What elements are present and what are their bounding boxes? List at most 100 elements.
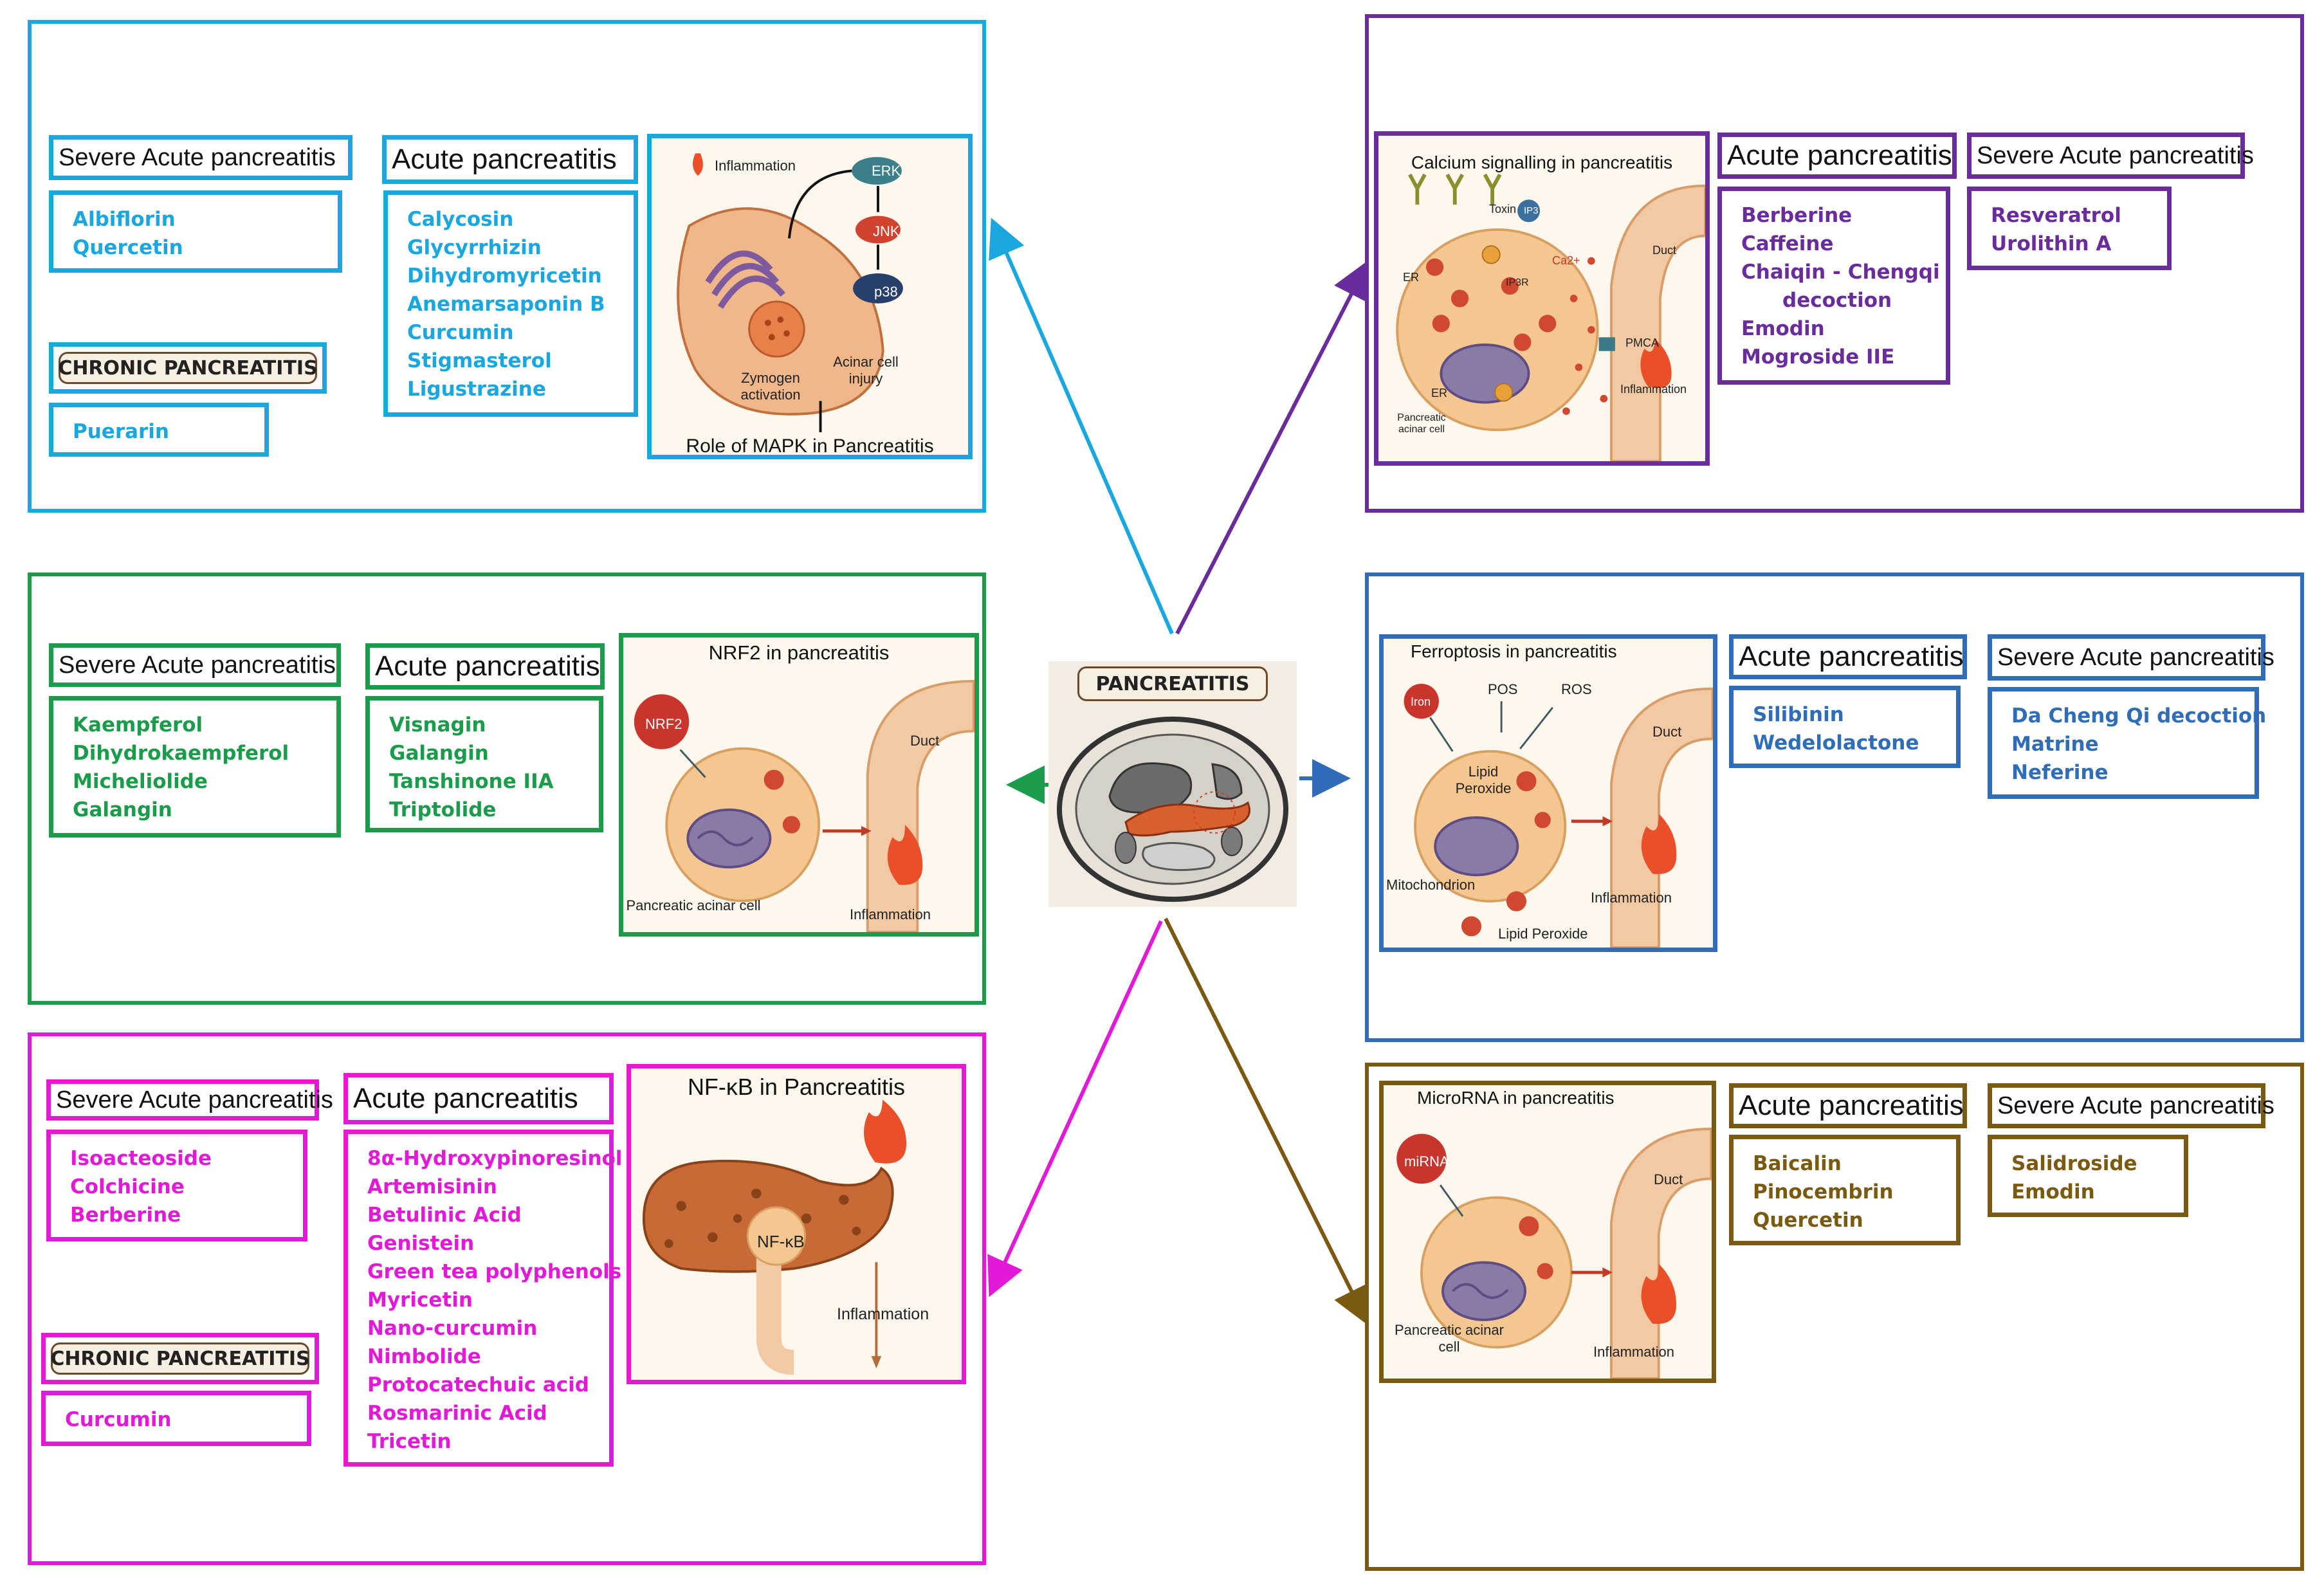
ferroptosis-illustration: Ferroptosis in pancreatitis Iron POS ROS…	[1379, 634, 1717, 952]
list-item: Tanshinone IIA	[389, 770, 554, 793]
calcium-cell-drawing	[1396, 173, 1705, 461]
inflammation-label: Inflammation	[850, 906, 931, 922]
nrf2-severe-list: Kaempferol Dihydrokaempferol Micheliolid…	[49, 696, 341, 838]
list-item: Berberine	[1741, 204, 1853, 227]
p38-label: p38	[874, 284, 898, 300]
nfkb-severe-list: Isoacteoside Colchicine Berberine	[46, 1130, 307, 1241]
abdomen-cross-section-image	[1057, 717, 1288, 902]
mirna-label: miRNA	[1404, 1153, 1449, 1169]
list-item: Dihydromyricetin	[407, 264, 602, 288]
mapk-chronic-list: Puerarin	[49, 403, 269, 457]
list-item: Rosmarinic Acid	[367, 1402, 547, 1425]
list-item: Colchicine	[70, 1175, 185, 1198]
cell-label: Pancreatic acinar cell	[626, 897, 761, 913]
pmca-label: PMCA	[1625, 336, 1660, 349]
nfkb-pancreas-drawing	[642, 1099, 907, 1375]
list-item: Isoacteoside	[70, 1147, 212, 1170]
list-item: Quercetin	[73, 236, 183, 259]
mapk-illustration: Inflammation ERK JNK p38 Zymogen activat…	[647, 134, 973, 459]
nfkb-chronic-header: CHRONIC PANCREATITIS	[41, 1333, 319, 1384]
list-item: Caffeine	[1741, 232, 1834, 255]
calcium-severe-list: Resveratrol Urolithin A	[1967, 187, 2172, 270]
nrf2-acute-header: Acute pancreatitis	[365, 643, 605, 690]
mito-label: Mitochondrion	[1386, 877, 1476, 893]
list-item: Chaiqin - Chengqi	[1741, 261, 1940, 284]
list-item: Galangin	[73, 798, 172, 821]
toxin-label: Toxin	[1489, 203, 1517, 215]
ferroptosis-severe-header: Severe Acute pancreatitis	[1988, 634, 2274, 681]
list-item: Glycyrrhizin	[407, 236, 542, 259]
list-item: Neferine	[2011, 761, 2109, 784]
list-item: Emodin	[2011, 1180, 2095, 1204]
ferroptosis-cell-drawing	[1404, 683, 1713, 948]
list-item: Silibinin	[1753, 703, 1844, 726]
list-item: Berberine	[70, 1204, 181, 1227]
inflammation-label: Inflammation	[1620, 383, 1687, 396]
list-item: Curcumin	[65, 1408, 172, 1431]
list-item: Mogroside IIE	[1741, 345, 1895, 369]
calcium-illustration: Calcium signalling in pancreatitis Toxin…	[1374, 131, 1710, 466]
list-item: Matrine	[2011, 733, 2099, 756]
nfkb-acute-header: Acute pancreatitis	[343, 1073, 614, 1124]
nrf2-cell-drawing	[634, 679, 974, 932]
er2-label: ER	[1431, 387, 1448, 399]
list-item: Resveratrol	[1991, 204, 2121, 227]
inflammation-label: Inflammation	[837, 1305, 929, 1323]
duct-label: Duct	[1654, 1171, 1683, 1187]
list-item: Triptolide	[389, 798, 497, 821]
ferroptosis-acute-list: Silibinin Wedelolactone	[1729, 686, 1961, 768]
chronic-label: CHRONIC PANCREATITIS	[50, 1342, 310, 1375]
nrf2-severe-header: Severe Acute pancreatitis	[49, 643, 341, 687]
list-item: Baicalin	[1753, 1152, 1842, 1175]
list-item: Betulinic Acid	[367, 1204, 522, 1227]
arrow-to-mapk	[989, 217, 1174, 635]
list-item: Emodin	[1741, 317, 1825, 340]
microrna-severe-header: Severe Acute pancreatitis	[1988, 1083, 2274, 1128]
chronic-label: CHRONIC PANCREATITIS	[58, 352, 318, 384]
list-item: Visnagin	[389, 713, 486, 737]
jnk-label: JNK	[873, 223, 900, 239]
microrna-acute-header: Acute pancreatitis	[1729, 1083, 1967, 1128]
iron-label: Iron	[1411, 695, 1431, 708]
nfkb-illustration: NF-κB in Pancreatitis NF-κB Inflammation	[627, 1064, 966, 1384]
list-item: Green tea polyphenols	[367, 1260, 622, 1283]
microrna-severe-list: Salidroside Emodin	[1988, 1135, 2188, 1217]
nrf2-acute-list: Visnagin Galangin Tanshinone IIA Triptol…	[365, 696, 603, 832]
inflammation-label: Inflammation	[1593, 1344, 1674, 1360]
list-item: Artemisinin	[367, 1175, 497, 1198]
list-item: Kaempferol	[73, 713, 203, 737]
ferroptosis-severe-list: Da Cheng Qi decoction Matrine Neferine	[1988, 687, 2267, 799]
list-item: Nano-curcumin	[367, 1317, 538, 1340]
zymogen-label: Zymogen activation	[740, 370, 801, 403]
list-item: Urolithin A	[1991, 232, 2112, 255]
arrow-to-microrna	[1164, 917, 1369, 1326]
nfkb-label: NF-κB	[757, 1232, 805, 1251]
list-item: Tricetin	[367, 1430, 452, 1453]
list-item: Quercetin	[1753, 1209, 1863, 1232]
list-item: Galangin	[389, 742, 489, 765]
center-title: PANCREATITIS	[1077, 666, 1268, 701]
list-item: Genistein	[367, 1232, 475, 1255]
mapk-cell-drawing	[677, 153, 903, 432]
lipid2-label: Lipid Peroxide	[1498, 926, 1588, 942]
ca-label: Ca2+	[1552, 254, 1580, 267]
list-item: Da Cheng Qi decoction	[2011, 704, 2267, 728]
mapk-chronic-header: CHRONIC PANCREATITIS	[49, 342, 327, 394]
list-item: Puerarin	[73, 420, 170, 443]
list-item: Myricetin	[367, 1288, 473, 1312]
pancreatitis-center-illustration: PANCREATITIS	[1048, 661, 1297, 907]
mapk-severe-list: Albiflorin Quercetin	[49, 190, 342, 273]
ip3-label: IP3	[1524, 205, 1539, 216]
calcium-acute-header: Acute pancreatitis	[1717, 133, 1957, 179]
list-item: Curcumin	[407, 321, 514, 344]
list-item: Wedelolactone	[1753, 731, 1919, 755]
calcium-severe-header: Severe Acute pancreatitis	[1967, 133, 2254, 179]
list-item: Pinocembrin	[1753, 1180, 1894, 1204]
ros-label: ROS	[1561, 681, 1592, 697]
calcium-acute-list: Berberine Caffeine Chaiqin - Chengqi dec…	[1717, 187, 1950, 385]
nrf2-illustration: NRF2 in pancreatitis NRF2 Duct Pancreati…	[619, 633, 979, 937]
list-item: Protocatechuic acid	[367, 1373, 589, 1397]
nfkb-chronic-list: Curcumin	[41, 1391, 311, 1446]
list-item: Micheliolide	[73, 770, 208, 793]
